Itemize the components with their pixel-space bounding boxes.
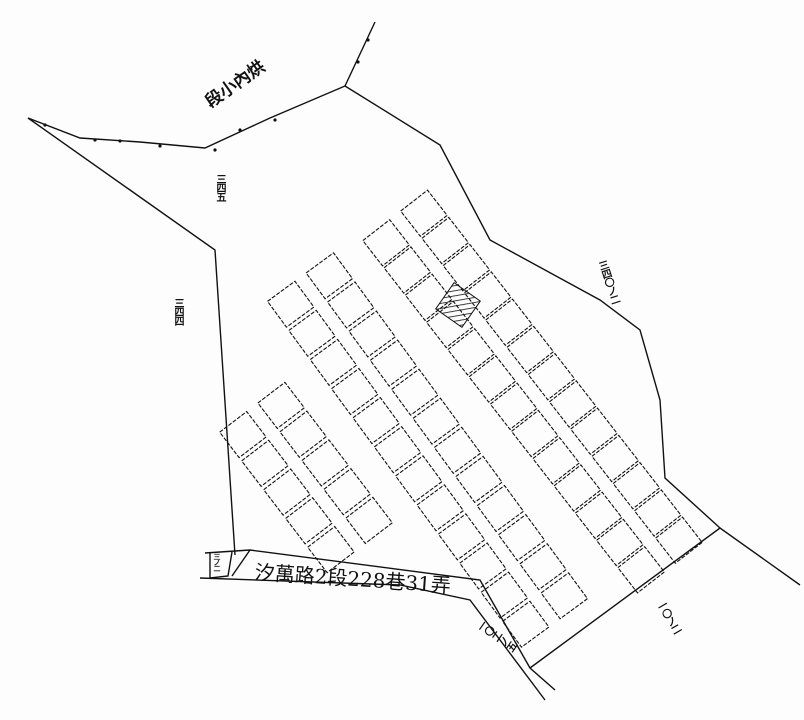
building-unit [352, 396, 401, 445]
building-unit [394, 455, 443, 503]
building-unit [501, 600, 550, 648]
lot-label-road-corner: 三ノ二 [213, 553, 222, 571]
building-unit [458, 542, 507, 590]
building-unit [484, 298, 533, 347]
building-unit [323, 467, 372, 516]
building-unit [454, 455, 503, 504]
building-unit [240, 439, 289, 488]
building-unit [330, 367, 379, 416]
building-unit [548, 380, 597, 428]
building-unit [309, 338, 358, 387]
building-unit [574, 491, 623, 540]
building-unit [348, 310, 397, 358]
building-unit [383, 246, 432, 294]
building-unit [489, 382, 538, 431]
building-unit [617, 545, 666, 594]
building-unit [506, 325, 555, 374]
building-unit [218, 410, 267, 459]
building-unit [497, 513, 546, 562]
east-boundary [344, 85, 721, 529]
building-unit [306, 525, 355, 574]
building-unit [326, 281, 375, 329]
building-unit [399, 189, 448, 238]
building-unit [532, 436, 581, 485]
building-unit [569, 407, 618, 456]
road-north-edge [204, 549, 556, 691]
building-unit [433, 426, 482, 475]
building-unit [553, 464, 602, 512]
building-unit [540, 572, 589, 620]
building-unit [654, 516, 703, 565]
lot-south-edge [529, 527, 801, 669]
building-unit [421, 216, 470, 265]
building-unit [369, 339, 418, 387]
north-boundary [27, 21, 376, 149]
building-unit [595, 518, 644, 567]
building-unit [373, 425, 422, 474]
building-unit [480, 571, 529, 619]
building-unit [288, 309, 336, 358]
building-unit [301, 439, 350, 487]
building-unit [266, 280, 315, 328]
building-unit [362, 218, 411, 267]
lot-label-345: 三四五 [214, 174, 225, 201]
building-unit [345, 496, 394, 545]
building-unit [447, 327, 496, 376]
building-unit [510, 409, 559, 458]
building-unit [262, 468, 311, 516]
building-unit [612, 461, 661, 510]
building-unit [305, 252, 354, 300]
building-unit [442, 243, 491, 292]
road-south-edge [199, 577, 546, 701]
building-unit [390, 368, 439, 416]
building-unit [468, 355, 517, 403]
building-unit [633, 489, 682, 537]
road-divider [231, 549, 251, 577]
building-unit [257, 381, 306, 430]
building-unit [416, 484, 465, 532]
building-unit [437, 513, 486, 561]
building-unit [284, 496, 333, 545]
road-corner-box [209, 551, 233, 579]
west-boundary [27, 117, 236, 556]
building-unit [519, 542, 567, 591]
building-unit [476, 484, 525, 533]
boundary-markers [43, 38, 370, 152]
building-unit [527, 352, 576, 401]
building-unit [412, 397, 461, 445]
building-unit [591, 434, 640, 483]
building-unit [279, 410, 328, 459]
lot-label-344: 三四四 [172, 298, 183, 325]
highlighted-unit [435, 282, 481, 328]
parcel-boundaries [27, 21, 801, 701]
